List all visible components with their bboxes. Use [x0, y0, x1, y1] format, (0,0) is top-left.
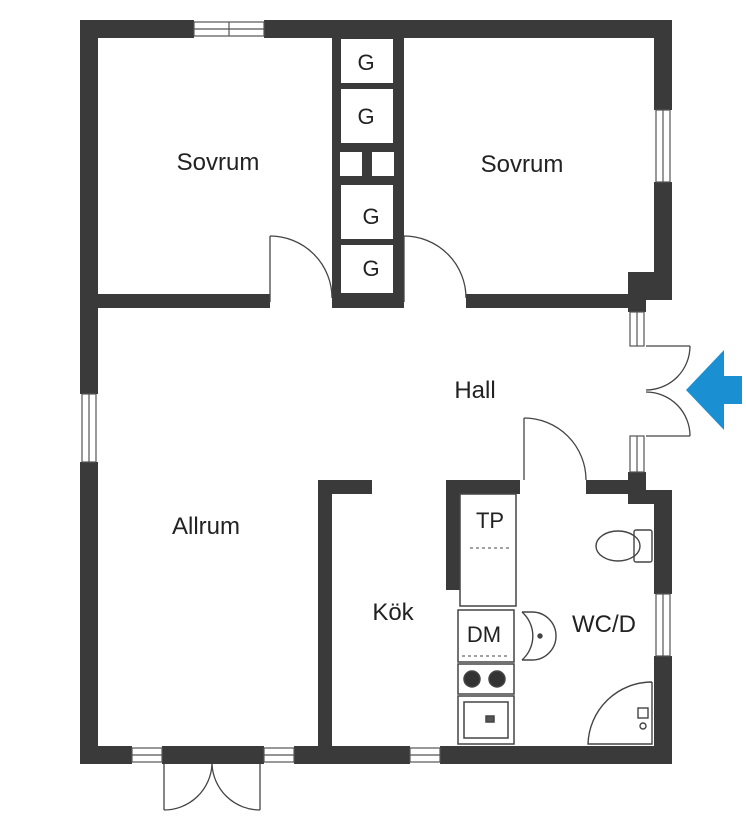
kitchen-fixtures: [457, 493, 517, 745]
appliance-label-dm: DM: [467, 622, 501, 647]
window-right-lower: [655, 593, 671, 657]
closet-label-g1: G: [357, 50, 374, 75]
window-top: [193, 21, 265, 37]
appliance-labels: TP DM: [467, 508, 504, 647]
closet-labels: G G G G: [357, 50, 379, 281]
room-labels: Sovrum Sovrum Hall Allrum Kök WC/D: [172, 149, 636, 638]
closet-label-g2: G: [357, 104, 374, 129]
room-label-wc: WC/D: [572, 611, 636, 638]
room-label-sovrum-east: Sovrum: [481, 151, 564, 178]
window-right-upper: [655, 109, 671, 183]
door-patio: [163, 763, 261, 811]
stove-burner-icon: [463, 670, 481, 688]
window-bottom-3: [409, 747, 441, 763]
door-wc: [523, 417, 587, 481]
window-hall-upper: [629, 311, 645, 347]
stove: [457, 663, 515, 695]
stove-burner-icon: [488, 670, 506, 688]
windows: [81, 21, 671, 763]
room-label-hall: Hall: [454, 377, 495, 404]
room-label-kok: Kök: [372, 599, 414, 626]
room-label-sovrum-west: Sovrum: [177, 149, 260, 176]
closet-boxes: [339, 37, 395, 295]
window-bottom-1: [131, 747, 163, 763]
closet-label-g3: G: [362, 204, 379, 229]
closet-label-g4: G: [362, 256, 379, 281]
door-sovrum-east: [403, 235, 467, 302]
room-label-allrum: Allrum: [172, 513, 240, 540]
window-hall-lower: [629, 435, 645, 473]
appliance-label-tp: TP: [476, 508, 504, 533]
window-bottom-2: [263, 747, 295, 763]
shower-icon: [587, 681, 653, 745]
tp-cabinet: [459, 493, 517, 607]
interior-walls: [98, 38, 646, 750]
entrance-arrow-icon: [686, 350, 742, 430]
dm-unit: [457, 609, 515, 663]
washbasin-icon: [521, 611, 557, 661]
kitchen-sink: [457, 695, 515, 745]
window-left: [81, 393, 97, 463]
door-entrance: [645, 345, 691, 437]
door-sovrum-west: [269, 235, 333, 302]
bathroom-fixtures: [521, 529, 653, 745]
doors: [163, 235, 691, 811]
exterior-walls: [80, 20, 672, 764]
toilet-icon: [595, 529, 653, 563]
